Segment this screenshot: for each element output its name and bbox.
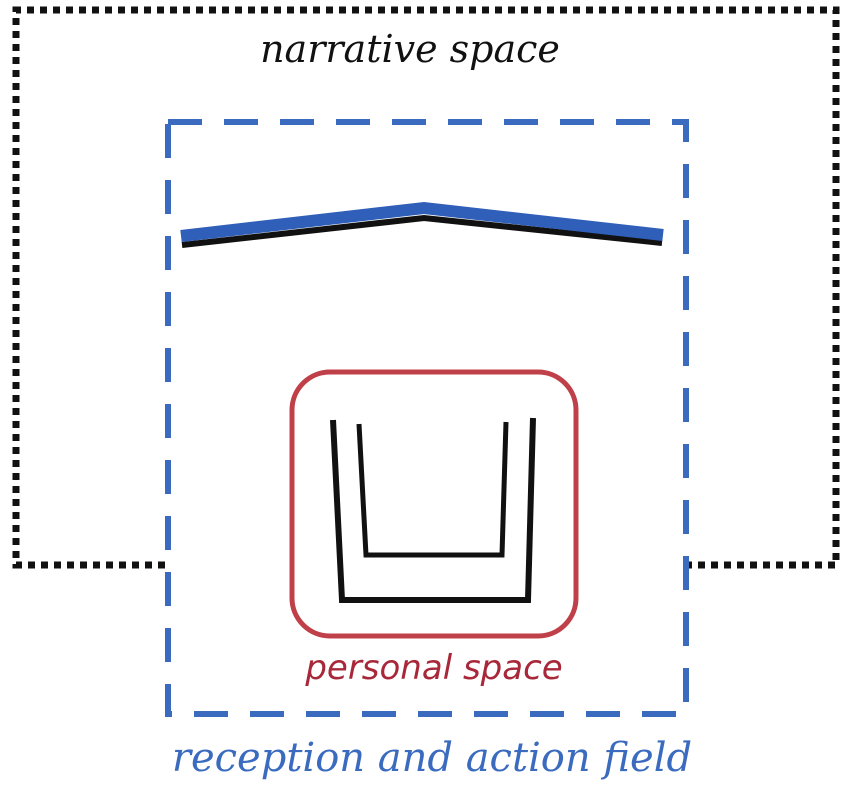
narrative-space-label: narrative space	[260, 27, 560, 71]
reception-action-field-border	[165, 119, 689, 717]
personal-space-label: personal space	[304, 648, 562, 688]
screen-line	[180, 201, 664, 248]
chair-icon	[330, 417, 536, 603]
narrative-space-border	[12, 6, 840, 569]
personal-space-border	[289, 369, 579, 639]
reception-action-field-label: reception and action field	[172, 735, 692, 781]
